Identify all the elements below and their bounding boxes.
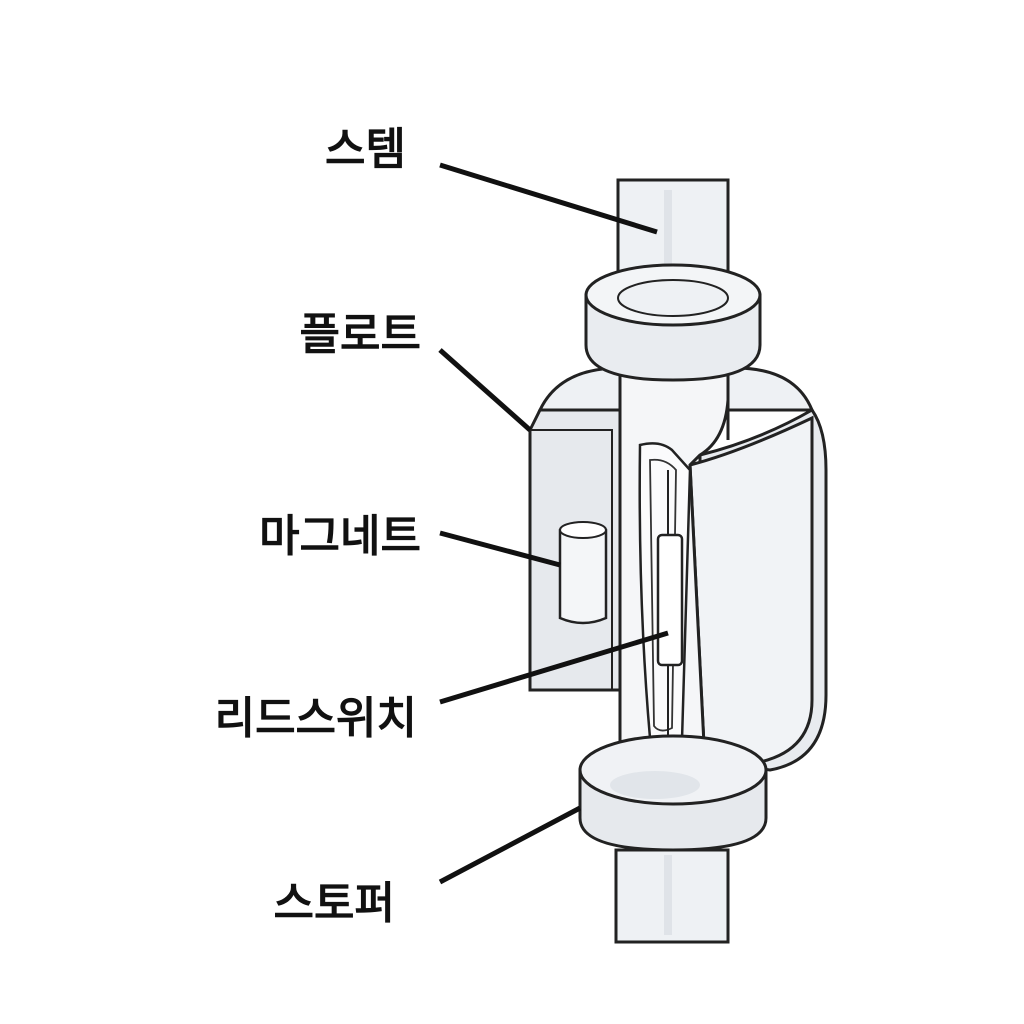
stopper-leader-line [438, 805, 582, 885]
reed-switch-leader-line [439, 630, 669, 705]
magnet-leader-line [439, 530, 561, 568]
stopper-label: 스토퍼 [273, 878, 395, 929]
reed-switch-assembly [638, 442, 692, 745]
reed-switch-label: 리드스위치 [214, 693, 417, 744]
float-label: 플로트 [299, 309, 421, 360]
float-leader-line [438, 348, 532, 432]
stem-label: 스템 [325, 124, 406, 175]
magnet-label: 마그네트 [259, 511, 421, 562]
float-top-collar [584, 263, 762, 382]
stem-lower [614, 848, 730, 944]
magnet [558, 521, 608, 625]
stopper [578, 734, 768, 852]
stem-leader-line [439, 162, 658, 235]
